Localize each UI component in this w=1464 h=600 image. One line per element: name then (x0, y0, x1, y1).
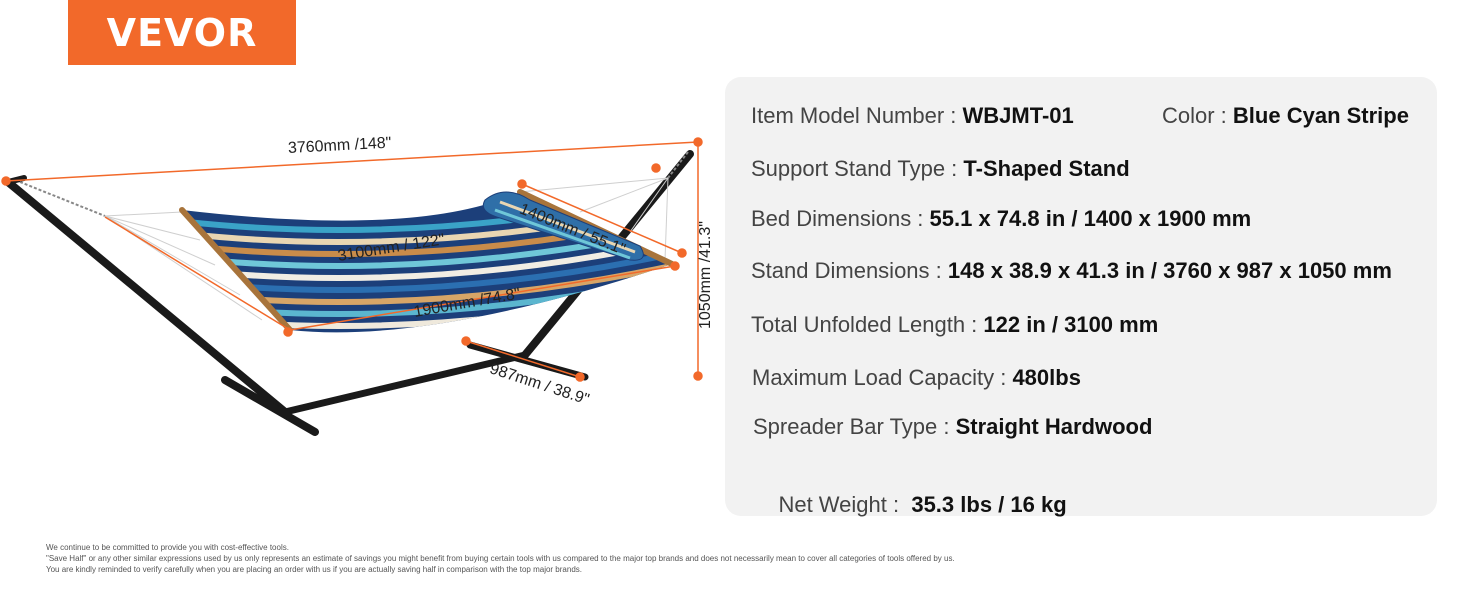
hammock-drawing (1, 137, 703, 436)
spec-stand-dimensions-key: Stand Dimensions : (751, 258, 948, 283)
hammock-illustration: 3760mm /148" 3100mm / 122" 1900mm /74.8"… (0, 120, 720, 460)
logo-text: VEVOR (106, 10, 258, 55)
spec-load-capacity: Maximum Load Capacity : 480lbs (752, 365, 1081, 391)
spec-color-key: Color : (1162, 103, 1233, 128)
spec-bed-dimensions: Bed Dimensions : 55.1 x 74.8 in / 1400 x… (751, 206, 1251, 232)
spec-spreader-bar: Spreader Bar Type : Straight Hardwood (753, 414, 1152, 440)
spec-stand-type-value: T-Shaped Stand (963, 156, 1130, 181)
spec-load-capacity-value: 480lbs (1012, 365, 1081, 390)
spec-bed-dimensions-key: Bed Dimensions : (751, 206, 930, 231)
spec-stand-dimensions: Stand Dimensions : 148 x 38.9 x 41.3 in … (751, 258, 1392, 284)
spec-model: Item Model Number : WBJMT-01 (751, 103, 1074, 129)
spec-stand-dimensions-value: 148 x 38.9 x 41.3 in / 3760 x 987 x 1050… (947, 258, 1392, 283)
spec-net-weight: Net Weight : 35.3 lbs / 16 kg (754, 466, 1067, 544)
spec-net-weight-key: Net Weight : (778, 492, 906, 517)
spec-net-weight-value: 35.3 lbs / 16 kg (905, 492, 1067, 517)
spec-spreader-bar-key: Spreader Bar Type : (753, 414, 956, 439)
spec-unfolded-length-value: 122 in / 3100 mm (983, 312, 1159, 337)
disclaimer-line-3: You are kindly reminded to verify carefu… (46, 565, 582, 574)
spec-model-key: Item Model Number : (751, 103, 963, 128)
spec-color: Color : Blue Cyan Stripe (1162, 103, 1409, 129)
disclaimer-line-1: We continue to be committed to provide y… (46, 543, 289, 552)
height-label: 1050mm /41.3" (697, 221, 714, 329)
spec-model-value: WBJMT-01 (962, 103, 1074, 128)
disclaimer-line-2: "Save Half" or any other similar express… (46, 554, 955, 563)
spec-bed-dimensions-value: 55.1 x 74.8 in / 1400 x 1900 mm (929, 206, 1252, 231)
spec-color-value: Blue Cyan Stripe (1232, 103, 1409, 128)
spec-unfolded-length: Total Unfolded Length : 122 in / 3100 mm (751, 312, 1158, 338)
spec-stand-type-key: Support Stand Type : (751, 156, 964, 181)
spec-panel: Item Model Number : WBJMT-01 Color : Blu… (725, 77, 1437, 517)
spec-stand-type: Support Stand Type : T-Shaped Stand (751, 156, 1130, 182)
spec-load-capacity-key: Maximum Load Capacity : (752, 365, 1013, 390)
vevor-logo: VEVOR (68, 0, 296, 65)
disclaimer: We continue to be committed to provide y… (46, 542, 955, 575)
spec-unfolded-length-key: Total Unfolded Length : (751, 312, 984, 337)
spec-spreader-bar-value: Straight Hardwood (955, 414, 1153, 439)
